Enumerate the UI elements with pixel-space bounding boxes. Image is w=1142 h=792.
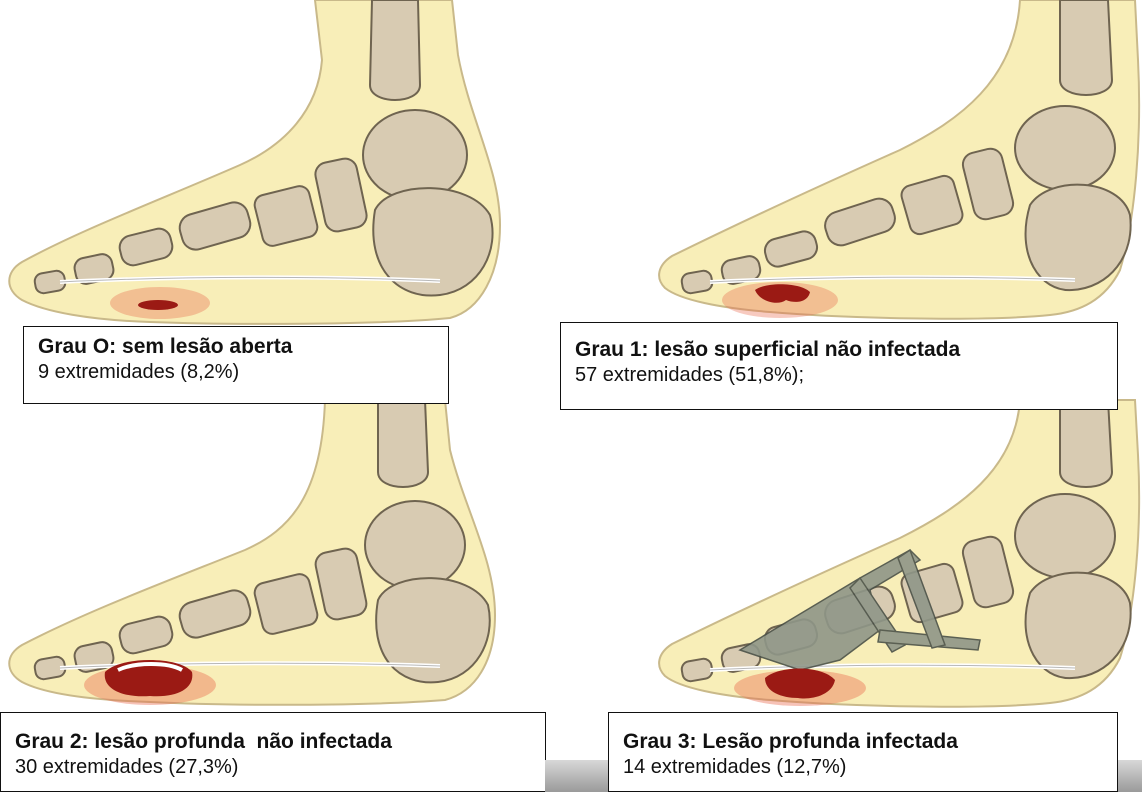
talus-bone bbox=[363, 110, 467, 200]
talus-bone bbox=[1015, 106, 1115, 190]
caption-title: Grau 2: lesão profunda não infectada bbox=[15, 729, 533, 755]
caption-title: Grau 1: lesão superficial não infectada bbox=[575, 337, 1105, 363]
caption-title: Grau 3: Lesão profunda infectada bbox=[623, 729, 1105, 755]
caption-grade-0: Grau O: sem lesão aberta 9 extremidades … bbox=[23, 326, 449, 404]
talus-bone bbox=[1015, 494, 1115, 578]
caption-count: 57 extremidades (51,8%); bbox=[575, 363, 1105, 387]
caption-title: Grau O: sem lesão aberta bbox=[38, 334, 436, 360]
foot-illustration-grade-2 bbox=[0, 400, 560, 720]
foot-illustration-grade-3 bbox=[560, 400, 1142, 720]
caption-grade-3: Grau 3: Lesão profunda infectada 14 extr… bbox=[608, 712, 1118, 792]
caption-count: 14 extremidades (12,7%) bbox=[623, 755, 1105, 779]
caption-grade-2: Grau 2: lesão profunda não infectada 30 … bbox=[0, 712, 546, 792]
foot-illustration-grade-0 bbox=[0, 0, 560, 340]
wound-mark bbox=[138, 300, 178, 310]
caption-grade-1: Grau 1: lesão superficial não infectada … bbox=[560, 322, 1118, 410]
caption-count: 30 extremidades (27,3%) bbox=[15, 755, 533, 779]
caption-count: 9 extremidades (8,2%) bbox=[38, 360, 436, 384]
tibia-bone bbox=[370, 0, 420, 100]
tibia-bone bbox=[1060, 0, 1112, 95]
foot-illustration-grade-1 bbox=[560, 0, 1142, 340]
talus-bone bbox=[365, 501, 465, 589]
tibia-bone bbox=[378, 400, 428, 487]
tibia-bone bbox=[1060, 400, 1112, 487]
